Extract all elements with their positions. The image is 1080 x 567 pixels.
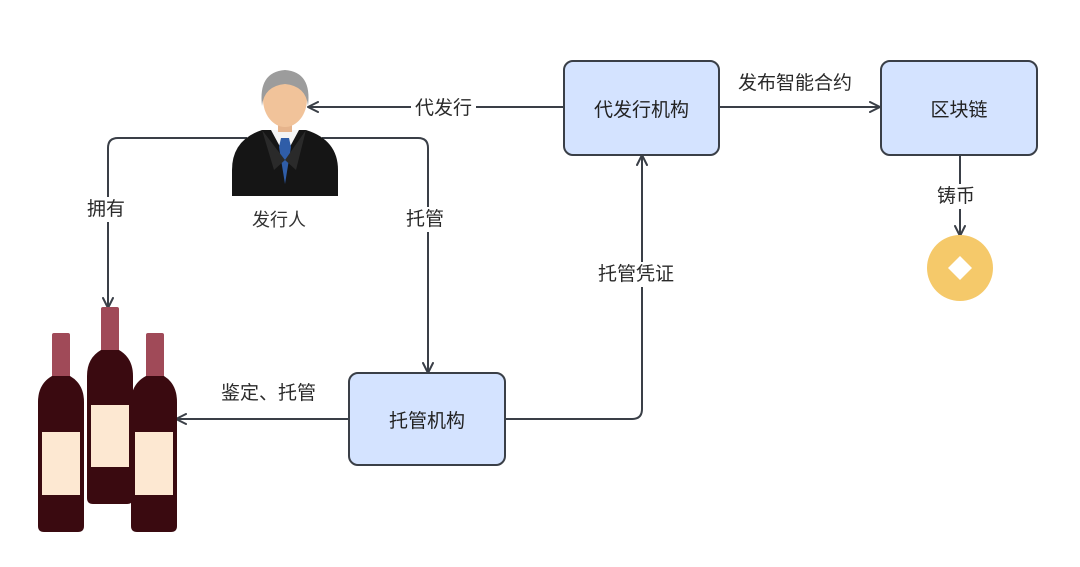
wine-bottle <box>38 333 84 532</box>
custodian-node[interactable]: 托管机构 <box>348 372 506 466</box>
edge-custody-certificate <box>506 154 648 420</box>
proxy-issuer-node[interactable]: 代发行机构 <box>563 60 720 156</box>
proxy-issuer-label: 代发行机构 <box>593 98 689 121</box>
edge-label-mint: 铸币 <box>933 184 980 209</box>
custodian-label: 托管机构 <box>388 409 465 432</box>
issuer-label: 发行人 <box>252 210 306 231</box>
edge-label-appraise-custody: 鉴定、托管 <box>221 382 317 404</box>
edge-label-custody-certificate: 托管凭证 <box>594 262 679 287</box>
wine-bottle <box>131 333 177 532</box>
wine-bottle <box>87 307 133 504</box>
edge-label-custody: 托管 <box>402 207 449 232</box>
edge-label-proxy-issue: 代发行 <box>411 96 477 121</box>
blockchain-node[interactable]: 区块链 <box>880 60 1038 156</box>
coin-icon <box>927 235 993 301</box>
edge-label-own: 拥有 <box>83 197 130 222</box>
edge-own <box>102 137 247 309</box>
businessman-icon <box>232 70 338 196</box>
edge-label-publish-contract: 发布智能合约 <box>738 72 853 94</box>
wine-bottles-icon <box>38 307 177 532</box>
blockchain-label: 区块链 <box>930 98 988 121</box>
edge-custody <box>322 137 434 374</box>
